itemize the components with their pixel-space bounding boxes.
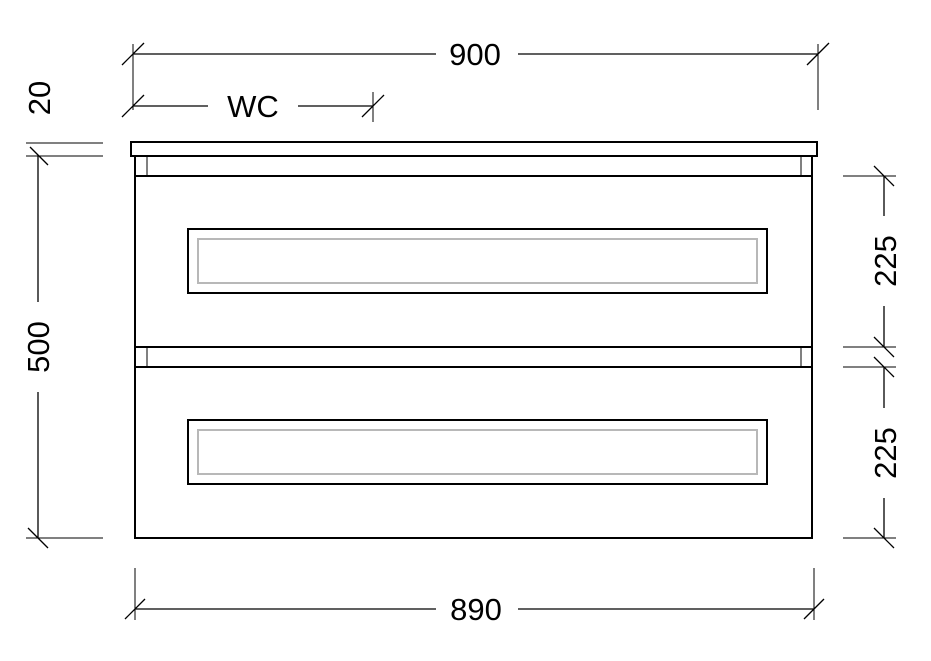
vanity-cabinet [130, 141, 818, 539]
vanity-top [130, 141, 818, 157]
dimension-500-label: 500 [21, 321, 56, 373]
dimension-20-label: 20 [22, 81, 57, 115]
dimension-drawer-top-label: 225 [868, 235, 903, 287]
dimension-wc: WC [121, 89, 385, 124]
dimension-890: 890 [124, 568, 825, 627]
dimension-900-label: 900 [449, 37, 501, 72]
dimension-drawer-top: 225 [843, 165, 903, 358]
dimension-20: 20 [22, 81, 103, 166]
dimension-900: 900 [121, 37, 830, 110]
dimension-890-label: 890 [450, 592, 502, 627]
dimension-wc-label: WC [227, 89, 279, 124]
top-recess [134, 155, 813, 177]
dimension-500: 500 [21, 156, 103, 549]
dimension-drawer-bottom: 225 [843, 356, 903, 549]
dimension-drawer-bottom-label: 225 [868, 427, 903, 479]
middle-recess [134, 346, 813, 368]
